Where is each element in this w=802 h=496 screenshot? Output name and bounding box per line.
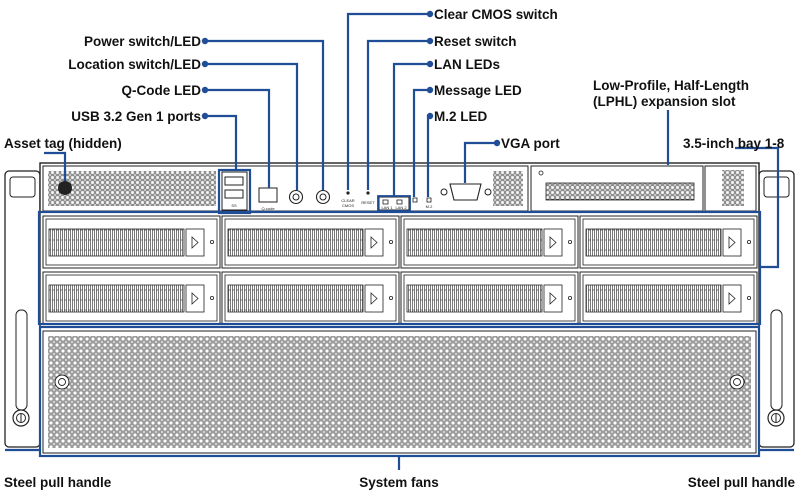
usb-ss-label: SS <box>231 203 237 208</box>
drive-release-icon <box>191 292 199 305</box>
drive-bay-2[interactable] <box>221 215 400 269</box>
labels: Clear CMOS switch Power switch/LED Reset… <box>4 7 795 490</box>
vga-port[interactable] <box>440 183 492 201</box>
label-fans: System fans <box>359 475 439 490</box>
label-reset: Reset switch <box>434 34 517 49</box>
label-handle-right: Steel pull handle <box>688 475 796 490</box>
drive-bays <box>42 215 758 325</box>
message-led <box>412 197 418 203</box>
location-button[interactable] <box>288 189 304 205</box>
usb-port-2[interactable] <box>224 189 244 199</box>
drive-release-icon <box>728 236 736 249</box>
drive-release-icon <box>191 236 199 249</box>
label-lphl-line1: Low-Profile, Half-Length <box>593 78 749 93</box>
label-vga: VGA port <box>501 136 560 151</box>
drive-bay-8[interactable] <box>579 271 758 325</box>
reset-panel-label: RESET <box>361 200 375 205</box>
system-fan-grille <box>42 330 757 454</box>
front-io-panel: SS Q-code CLEAR CMOS RESET LAN 1 LAN 2 M… <box>42 165 529 212</box>
lan2-led <box>396 199 403 205</box>
label-clear-cmos: Clear CMOS switch <box>434 7 558 22</box>
asset-tag <box>58 181 72 195</box>
drive-bay-3[interactable] <box>400 215 579 269</box>
label-m2-led: M.2 LED <box>434 109 488 124</box>
right-pull-handle <box>758 170 795 448</box>
label-power: Power switch/LED <box>84 34 201 49</box>
drive-release-icon <box>549 292 557 305</box>
label-bays: 3.5-inch bay 1-8 <box>683 136 785 151</box>
m2-led <box>426 197 432 203</box>
clear-cmos-label-2: CMOS <box>342 203 354 208</box>
drive-bay-4[interactable] <box>579 215 758 269</box>
label-usb: USB 3.2 Gen 1 ports <box>71 109 201 124</box>
label-asset-tag: Asset tag (hidden) <box>4 136 122 151</box>
drive-release-icon <box>370 236 378 249</box>
lphl-expansion-slot <box>530 165 757 212</box>
left-pull-handle <box>4 170 41 448</box>
lan1-label: LAN 1 <box>381 205 393 210</box>
left-vent-grille <box>48 171 216 206</box>
label-handle-left: Steel pull handle <box>4 475 112 490</box>
drive-bay-5[interactable] <box>42 271 221 325</box>
right-vent-grille <box>493 171 523 206</box>
fan-screw-left <box>54 374 70 390</box>
drive-bay-1[interactable] <box>42 215 221 269</box>
drive-bay-6[interactable] <box>221 271 400 325</box>
m2-panel-label: M.2 <box>426 204 433 209</box>
label-lan-leds: LAN LEDs <box>434 57 500 72</box>
usb-port-1[interactable] <box>224 176 244 186</box>
callout-lines <box>44 10 780 470</box>
label-location: Location switch/LED <box>68 57 201 72</box>
lan1-led <box>382 199 389 205</box>
clear-cmos-button[interactable] <box>346 191 350 195</box>
power-button[interactable] <box>315 189 331 205</box>
label-lphl-line2: (LPHL) expansion slot <box>593 94 736 109</box>
drive-release-icon <box>728 292 736 305</box>
lan2-label: LAN 2 <box>395 205 407 210</box>
label-message-led: Message LED <box>434 83 522 98</box>
drive-bay-7[interactable] <box>400 271 579 325</box>
label-qcode: Q-Code LED <box>122 83 202 98</box>
qcode-panel-label: Q-code <box>261 206 275 211</box>
drive-release-icon <box>549 236 557 249</box>
reset-button[interactable] <box>366 191 370 195</box>
drive-release-icon <box>370 292 378 305</box>
clear-cmos-label-1: CLEAR <box>341 198 354 203</box>
fan-screw-right <box>729 374 745 390</box>
qcode-led-display <box>258 187 278 203</box>
